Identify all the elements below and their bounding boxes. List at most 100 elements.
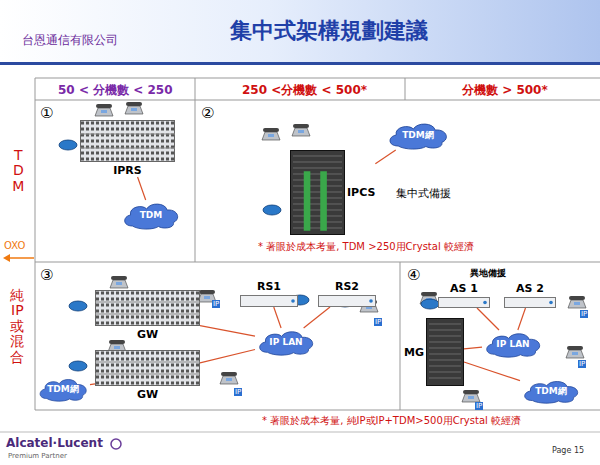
phone-body <box>95 108 113 116</box>
phone-handset <box>126 102 142 106</box>
cabinet-slot <box>429 336 461 337</box>
equipment: GW <box>95 290 200 341</box>
phone-display <box>116 282 122 285</box>
cabinet-slot <box>293 228 342 229</box>
footer-rule <box>0 432 600 433</box>
header-band <box>0 0 600 62</box>
cost-note: * 著眼於成本考量, 純IP或IP+TDM>500用Crystal 較經濟 <box>262 414 521 428</box>
icons <box>59 102 586 402</box>
node-label: MG <box>404 346 424 359</box>
node-label: AS 1 <box>450 282 478 295</box>
connector <box>518 308 526 330</box>
rack-shelf <box>95 362 200 363</box>
equipment-art <box>438 297 490 308</box>
server-led <box>549 301 553 305</box>
node-label: IP LAN <box>496 339 529 349</box>
equipment-art-box <box>95 350 200 386</box>
cabinet-slot <box>293 192 342 193</box>
phone-icon <box>95 104 113 116</box>
phone-handset <box>96 104 112 108</box>
rack-chassis <box>96 351 200 386</box>
connector <box>464 362 520 381</box>
rack-shelf <box>80 148 175 149</box>
phone-body <box>125 106 143 114</box>
phone-display <box>131 108 137 111</box>
phone-handset <box>221 372 237 376</box>
equipment: AS 2 <box>504 282 556 308</box>
grid-lines <box>35 78 600 410</box>
phone-display <box>114 346 120 349</box>
node-label: IPCS <box>347 186 375 199</box>
callout-number: ① <box>40 104 53 122</box>
phone-display <box>268 134 274 137</box>
equipment: RS2 <box>318 280 376 307</box>
connector <box>90 383 95 385</box>
rack-chassis <box>81 121 175 162</box>
equipment-art-box <box>240 295 298 307</box>
phone-icon <box>110 276 128 288</box>
graphic-part <box>8 257 34 259</box>
phone-handset <box>463 390 479 394</box>
node-label: RS1 <box>257 280 281 293</box>
phone-display <box>572 352 578 355</box>
node-label: TDM網 <box>402 129 434 142</box>
rack-chassis <box>96 291 200 326</box>
equipment: AS 1 <box>438 282 490 308</box>
node-label: IP LAN <box>269 337 302 347</box>
callout-number: ② <box>201 104 214 122</box>
phone-icon <box>220 372 238 384</box>
ip-tag: IP <box>578 360 586 368</box>
equipment: MG <box>404 318 464 386</box>
cabinet-slot <box>293 204 342 205</box>
cabinet-slot <box>429 378 461 379</box>
cloud-shape <box>487 334 540 357</box>
cloud-shape <box>390 124 446 149</box>
card-stripe <box>320 171 327 231</box>
graphic-part <box>400 262 401 410</box>
cloud-shape <box>125 204 178 229</box>
phone-display <box>468 396 474 399</box>
column-header: 250 <分機數 < 500* <box>242 82 367 99</box>
node-label: TDM <box>140 210 163 220</box>
server-box <box>439 298 490 308</box>
network-cloud: TDM <box>120 200 182 230</box>
phone-body <box>568 300 586 308</box>
phone-body <box>220 376 238 384</box>
logo-mark <box>111 439 121 449</box>
cabinet-slot <box>293 186 342 187</box>
cabinet-slot <box>293 222 342 223</box>
equipment-art <box>95 290 200 326</box>
graphic-part <box>35 78 600 79</box>
callout-number: ③ <box>40 266 53 284</box>
connector <box>464 347 482 349</box>
equipment-art <box>426 318 464 386</box>
equipment-art <box>240 295 298 307</box>
phone-body <box>566 350 584 358</box>
node-label: TDM網 <box>47 383 79 396</box>
phone-handset <box>567 346 583 350</box>
equipment-art <box>318 295 376 307</box>
phone-icon <box>292 124 310 136</box>
rack-shelf <box>95 302 200 303</box>
equipment-art-box <box>438 297 490 308</box>
phone-display <box>204 296 210 299</box>
oxo-label: OXO <box>4 240 25 251</box>
server-box <box>241 296 298 307</box>
phone-handset <box>109 340 125 344</box>
phone-handset <box>569 296 585 300</box>
cabinet-slot <box>293 198 342 199</box>
ip-tag: IP <box>374 318 382 326</box>
equipment-art <box>504 297 556 308</box>
rack-shelf <box>95 314 200 315</box>
connector <box>200 326 255 337</box>
rack-shelf <box>95 374 200 375</box>
graphic-part <box>3 254 10 262</box>
disk-icon <box>421 299 439 309</box>
header-rule <box>0 62 600 65</box>
graphic-part <box>195 78 196 262</box>
cabinet-slot <box>429 348 461 349</box>
equipment-art-box <box>80 120 175 162</box>
network-cloud: IP LAN <box>255 328 317 356</box>
network-cloud: TDM網 <box>36 376 90 402</box>
